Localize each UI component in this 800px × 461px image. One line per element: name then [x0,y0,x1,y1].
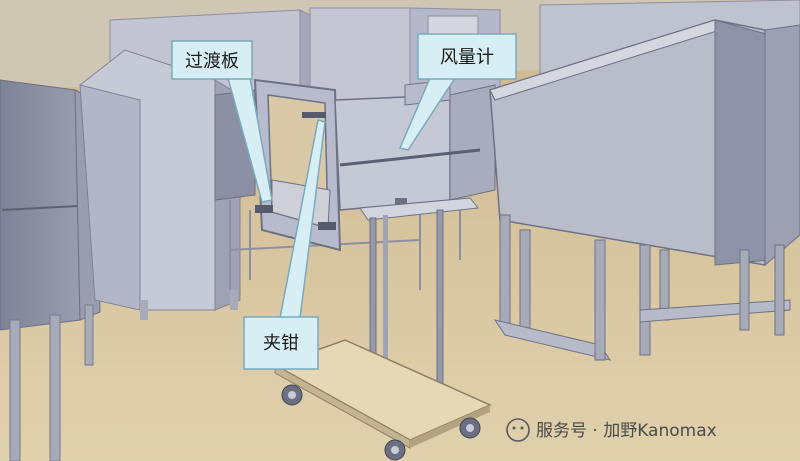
flowmeter-unit [334,79,496,211]
wechat-icon [506,418,530,442]
watermark-text: 服务号 · 加野Kanomax [536,421,717,441]
callout-clamp: 夹钳 [243,119,326,370]
callout-flowmeter: 风量计 [398,33,517,151]
unit-left-center [79,49,256,320]
clamp-top [302,112,326,118]
unit-right [489,19,800,267]
cart [273,197,492,461]
watermark: 服务号 · 加野Kanomax [506,418,717,442]
label-flowmeter: 风量计 [440,47,494,68]
callout-transition-plate: 过渡板 [171,40,273,203]
label-transition-plate: 过渡板 [185,51,239,72]
label-clamp: 夹钳 [263,333,299,354]
support-frame-right [493,214,791,361]
clamp-bottom [255,205,273,213]
